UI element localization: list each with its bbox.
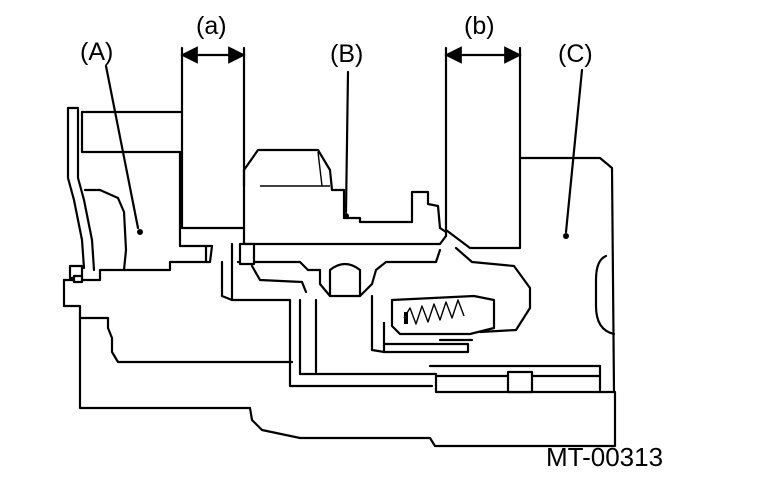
part-a-housing xyxy=(62,106,617,448)
figure-code: MT-00313 xyxy=(546,442,663,472)
label-part-c: (C) xyxy=(558,40,593,68)
ref-dot-a xyxy=(137,229,143,235)
part-c-housing xyxy=(428,46,616,394)
leader-lines xyxy=(104,64,584,234)
label-a-dimension: (a) xyxy=(196,12,227,40)
ref-dot-c xyxy=(563,233,569,239)
spring-mechanism xyxy=(288,294,496,388)
label-part-b: (B) xyxy=(330,40,363,68)
label-part-a: (A) xyxy=(80,38,113,66)
label-b-dimension: (b) xyxy=(464,12,495,40)
part-b-sleeve xyxy=(180,46,448,316)
ref-dot-b xyxy=(343,213,349,219)
